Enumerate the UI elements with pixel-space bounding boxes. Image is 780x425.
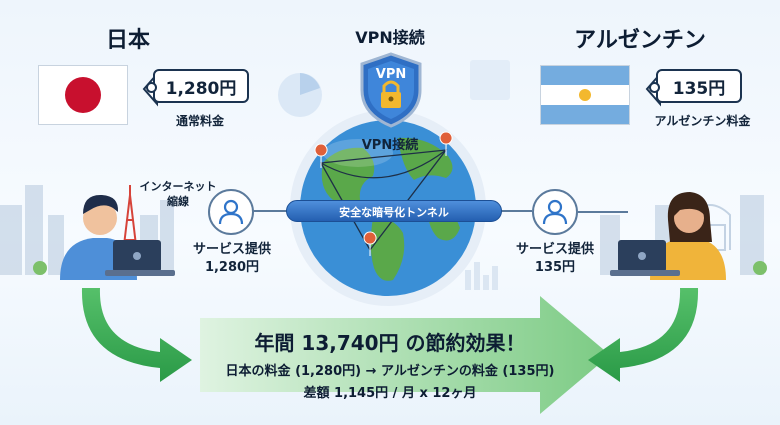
shield-vpn-text: VPN bbox=[375, 67, 407, 82]
user-icon-right bbox=[542, 199, 568, 225]
argentina-price-tag: 135円 bbox=[656, 69, 742, 103]
user-icon bbox=[218, 199, 244, 225]
japan-user-illustration bbox=[60, 194, 175, 280]
left-curved-arrow bbox=[81, 288, 192, 382]
savings-title: 年間 13,740円 の節約効果！ bbox=[254, 331, 526, 355]
japan-service-circle bbox=[208, 189, 254, 235]
tunnel-line-left bbox=[252, 210, 292, 212]
tag-hole-icon bbox=[146, 82, 157, 93]
savings-difference: 差額 1,145円 / 月 x 12ヶ月 bbox=[303, 386, 477, 401]
country-japan-title: 日本 bbox=[105, 28, 150, 53]
tag-hole-icon-right bbox=[649, 82, 660, 93]
argentina-service-label: サービス提供 bbox=[515, 242, 594, 257]
vpn-shield-icon bbox=[360, 52, 422, 128]
vpn-title: VPN接続 bbox=[355, 28, 425, 47]
internet-line-label-2: 縮線 bbox=[167, 195, 189, 208]
japan-price-tag-text: 1,280円 bbox=[165, 78, 237, 99]
argentina-line bbox=[578, 211, 628, 213]
argentina-service-circle bbox=[532, 189, 578, 235]
right-curved-arrow bbox=[588, 288, 699, 382]
japan-service-label: サービス提供 bbox=[192, 242, 271, 257]
globe-vpn-label: VPN接続 bbox=[361, 138, 419, 153]
japan-price-tag: 1,280円 bbox=[153, 69, 249, 103]
savings-comparison: 日本の料金 (1,280円) → アルゼンチンの料金 (135円) bbox=[225, 364, 555, 379]
argentina-price-caption: アルゼンチン料金 bbox=[654, 114, 751, 128]
tunnel-line-right bbox=[500, 210, 532, 212]
japan-flag bbox=[38, 65, 128, 125]
japan-price-caption: 通常料金 bbox=[175, 114, 224, 128]
argentina-price-tag-text: 135円 bbox=[672, 78, 726, 99]
japan-service-price: 1,280円 bbox=[204, 260, 260, 275]
country-argentina-title: アルゼンチン bbox=[574, 28, 706, 53]
argentina-user-illustration bbox=[610, 192, 726, 280]
argentina-flag bbox=[540, 65, 630, 125]
tunnel-label: 安全な暗号化トンネル bbox=[339, 206, 449, 219]
encrypted-tunnel: 安全な暗号化トンネル bbox=[286, 200, 502, 222]
internet-line-label-1: インターネット bbox=[139, 180, 217, 193]
argentina-service-price: 135円 bbox=[534, 260, 576, 275]
